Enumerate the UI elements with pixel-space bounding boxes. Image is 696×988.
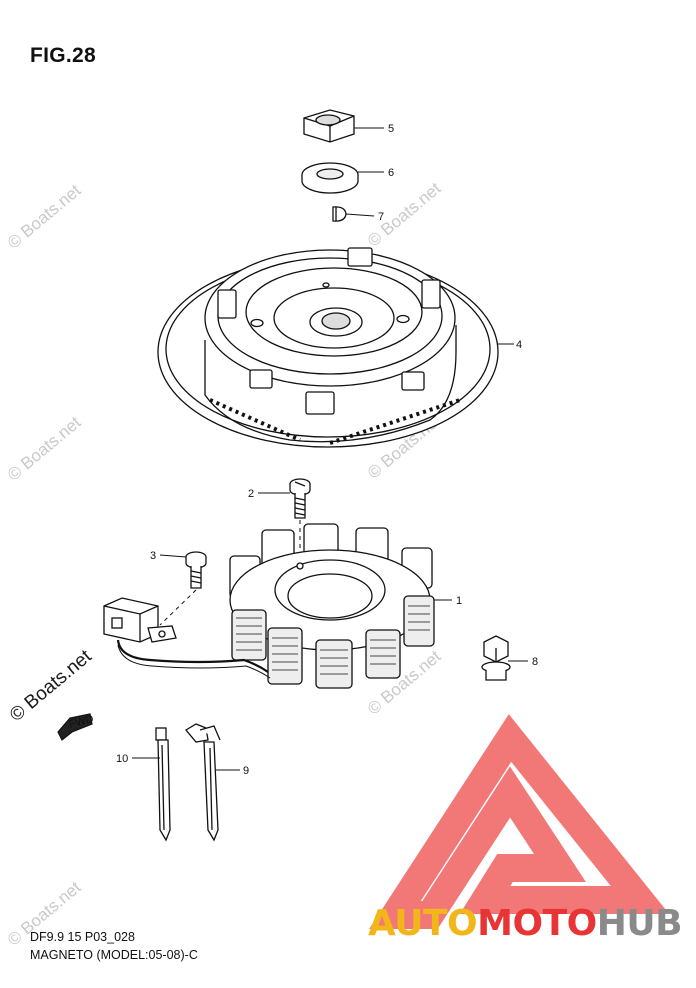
part-label-1: 1	[456, 595, 462, 607]
cable-tie-part-9	[185, 723, 221, 842]
caption-code: DF9.9 15 P03_028	[30, 930, 135, 944]
part-label-8: 8	[532, 656, 538, 668]
screw-part-2	[289, 478, 311, 519]
key-part-7	[332, 206, 347, 222]
logo-text-hub: HUB	[596, 903, 683, 944]
fwd-arrow-icon: FWD	[57, 713, 95, 741]
part-label-4: 4	[516, 339, 522, 351]
part-label-10: 10	[116, 753, 128, 765]
part-label-7: 7	[378, 211, 384, 223]
leader-lines	[132, 127, 528, 771]
figure-title: FIG.28	[30, 44, 96, 67]
part-label-5: 5	[388, 123, 394, 135]
part-label-6: 6	[388, 167, 394, 179]
part-label-9: 9	[243, 765, 249, 777]
stator-connector	[103, 597, 271, 679]
part-label-2: 2	[248, 488, 254, 500]
cable-tie-part-10	[155, 727, 171, 842]
flywheel-part-4	[157, 247, 499, 448]
stator-part-1	[229, 523, 435, 689]
bolt-part-8	[481, 635, 511, 681]
logo-triangle	[369, 714, 670, 929]
logo-text-moto: MOTO	[477, 903, 597, 944]
washer-part-6	[301, 162, 359, 194]
nut-part-5	[303, 109, 355, 143]
logo-text-auto: AUTO	[368, 903, 478, 944]
logo-wordmark: AUTOMOTOHUB	[368, 903, 683, 944]
caption-title: MAGNETO (MODEL:05-08)-C	[30, 948, 198, 962]
screw-part-3	[185, 551, 207, 589]
part-label-3: 3	[150, 550, 156, 562]
